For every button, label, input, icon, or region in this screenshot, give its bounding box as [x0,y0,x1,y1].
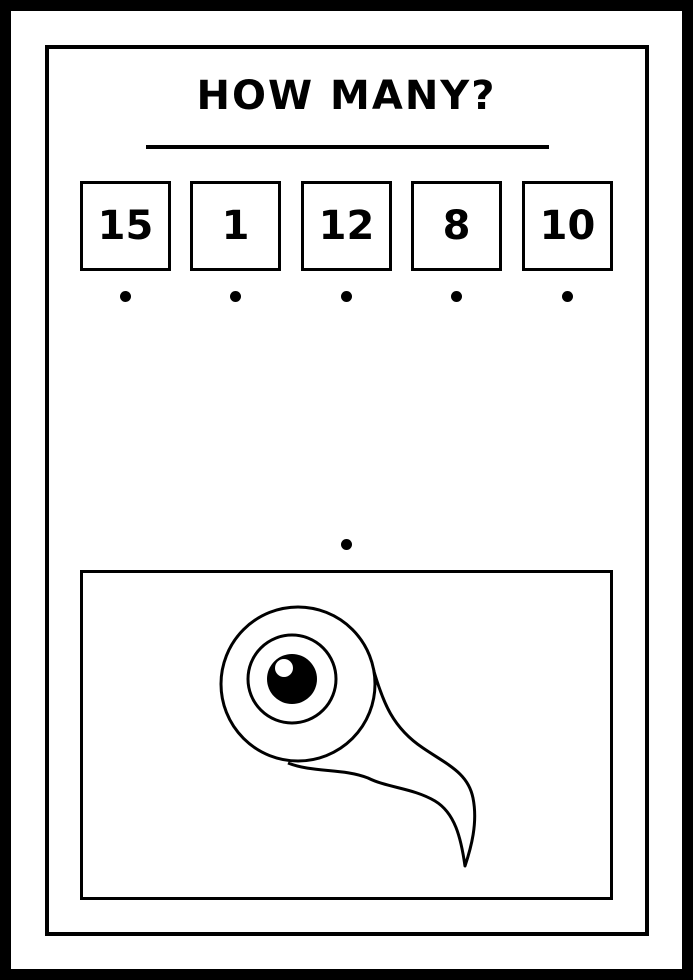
answer-dot-1[interactable] [120,291,131,302]
answer-box-2[interactable]: 1 [190,181,281,271]
title-underline [146,145,549,149]
picture-frame [80,570,613,900]
picture-dot[interactable] [341,539,352,550]
answer-box-5[interactable]: 10 [522,181,613,271]
answer-box-4[interactable]: 8 [411,181,502,271]
eyeball-icon [219,605,477,868]
answer-dot-5[interactable] [562,291,573,302]
answer-box-1[interactable]: 15 [80,181,171,271]
answer-dot-4[interactable] [451,291,462,302]
answer-dot-3[interactable] [341,291,352,302]
page-title: HOW MANY? [196,73,497,119]
answer-box-3[interactable]: 12 [301,181,392,271]
answer-dot-2[interactable] [230,291,241,302]
